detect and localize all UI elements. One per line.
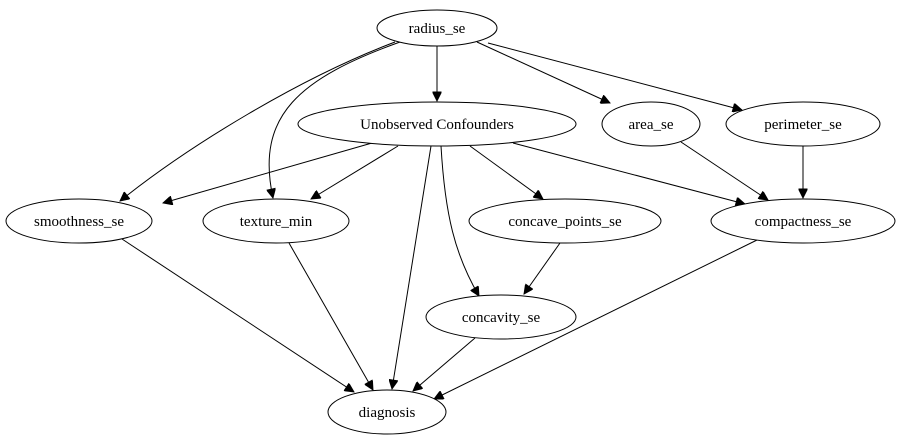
edge-arrow xyxy=(120,41,396,201)
node-ellipse xyxy=(327,389,447,435)
edge-arrow xyxy=(288,242,373,390)
edge-arrow xyxy=(469,145,543,199)
edge-arrow xyxy=(311,145,399,199)
node-ellipse xyxy=(297,101,577,147)
edge-arrow xyxy=(413,337,476,391)
edge-radius_se-to-texture_min xyxy=(269,41,401,198)
node-concave-points-se: concave_points_se xyxy=(468,198,662,244)
edge-concave_points_se-to-concavity_se xyxy=(524,242,561,294)
node-area-se: area_se xyxy=(601,101,701,147)
edge-unobserved-to-smoothness_se xyxy=(163,142,373,203)
edge-arrow xyxy=(440,145,479,296)
node-ellipse xyxy=(376,9,498,47)
edge-arrow xyxy=(163,142,373,203)
node-label: area_se xyxy=(629,117,674,133)
node-label: diagnosis xyxy=(359,405,416,421)
node-ellipse xyxy=(601,101,701,147)
edge-unobserved-to-concavity_se xyxy=(440,145,479,296)
node-unobserved: Unobserved Confounders xyxy=(297,101,577,147)
node-label: texture_min xyxy=(240,214,313,230)
node-texture-min: texture_min xyxy=(202,198,350,244)
edge-radius_se-to-area_se xyxy=(476,41,610,103)
node-compactness-se: compactness_se xyxy=(710,198,896,244)
edge-arrow xyxy=(476,41,610,103)
edge-compactness_se-to-diagnosis xyxy=(434,239,758,399)
node-concavity-se: concavity_se xyxy=(425,294,577,340)
edge-arrow xyxy=(487,42,742,110)
node-label: compactness_se xyxy=(755,214,852,230)
node-label: concave_points_se xyxy=(508,214,622,230)
edge-unobserved-to-texture_min xyxy=(311,145,399,199)
node-diagnosis: diagnosis xyxy=(327,389,447,435)
edge-unobserved-to-compactness_se xyxy=(512,142,745,204)
edge-layer xyxy=(120,41,803,399)
node-ellipse xyxy=(725,101,881,147)
node-ellipse xyxy=(468,198,662,244)
edge-radius_se-to-smoothness_se xyxy=(120,41,396,201)
edge-concavity_se-to-diagnosis xyxy=(413,337,476,391)
node-ellipse xyxy=(202,198,350,244)
edge-arrow xyxy=(434,239,758,399)
edge-texture_min-to-diagnosis xyxy=(288,242,373,390)
node-perimeter-se: perimeter_se xyxy=(725,101,881,147)
node-label: smoothness_se xyxy=(34,214,124,230)
edge-arrow xyxy=(392,145,432,389)
node-label: perimeter_se xyxy=(764,117,842,133)
node-radius-se: radius_se xyxy=(376,9,498,47)
edge-unobserved-to-diagnosis xyxy=(392,145,432,389)
node-label: radius_se xyxy=(409,21,466,37)
node-label: Unobserved Confounders xyxy=(360,117,514,133)
edge-smoothness_se-to-diagnosis xyxy=(121,238,354,392)
edge-arrow xyxy=(512,142,745,204)
node-ellipse xyxy=(710,198,896,244)
node-smoothness-se: smoothness_se xyxy=(5,198,153,244)
edge-area_se-to-compactness_se xyxy=(680,141,768,200)
node-ellipse xyxy=(5,198,153,244)
edge-arrow xyxy=(524,242,561,294)
edge-unobserved-to-concave_points_se xyxy=(469,145,543,199)
node-label: concavity_se xyxy=(462,310,541,326)
edge-arrow xyxy=(121,238,354,392)
node-ellipse xyxy=(425,294,577,340)
edge-arrow xyxy=(680,141,768,200)
edge-radius_se-to-perimeter_se xyxy=(487,42,742,110)
edge-arrow xyxy=(269,41,401,198)
